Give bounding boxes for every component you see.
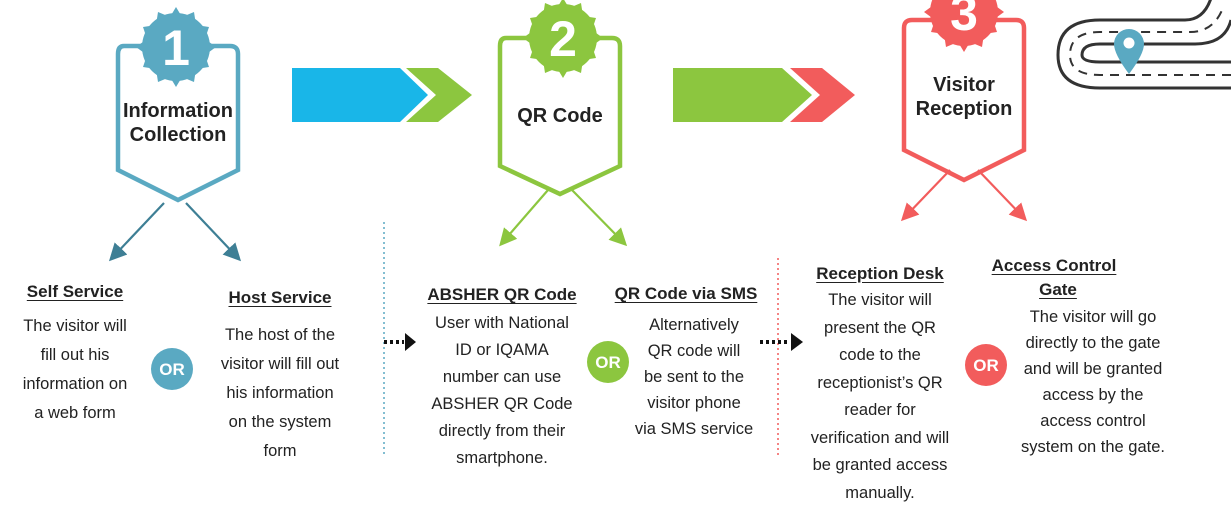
- arrow-step2-to-step3: [673, 68, 855, 122]
- reception-desk-description: The visitor will present the QR code to …: [810, 291, 950, 502]
- or-badge-3: OR: [965, 344, 1007, 386]
- qr-sms-heading: QR Code via SMS: [614, 284, 758, 303]
- reception-desk-option: Reception Desk The visitor will present …: [784, 264, 976, 507]
- access-gate-heading-line1: Access Control: [991, 256, 1117, 275]
- host-service-option: Host Service The host of the visitor wil…: [202, 288, 358, 466]
- host-service-heading: Host Service: [228, 288, 332, 307]
- absher-qr-description: User with National ID or IQAMA number ca…: [431, 314, 573, 467]
- dotted-arrow-2: [760, 333, 803, 351]
- road-map-pin-icon: [1056, 0, 1231, 90]
- self-service-heading: Self Service: [26, 282, 124, 301]
- branch-arrows-step3: [900, 169, 1028, 222]
- dotted-arrow-1: [384, 333, 416, 351]
- svg-text:OR: OR: [973, 356, 999, 375]
- step-3-badge: 3: [924, 0, 1004, 52]
- step-1-number: 1: [162, 20, 190, 76]
- step-1-badge: 1: [136, 7, 216, 87]
- step-2-number: 2: [549, 11, 577, 67]
- step-3-number: 3: [950, 0, 978, 41]
- qr-sms-description: Alternatively QR code will be sent to th…: [634, 316, 754, 438]
- host-service-description: The host of the visitor will fill out hi…: [220, 326, 340, 460]
- svg-text:OR: OR: [159, 360, 185, 379]
- step-1-shield: 1: [115, 7, 241, 203]
- absher-qr-option: ABSHER QR Code User with National ID or …: [412, 285, 592, 472]
- self-service-option: Self Service The visitor will fill out h…: [0, 282, 150, 428]
- step-2-shield: 2: [497, 0, 623, 197]
- svg-text:OR: OR: [595, 353, 621, 372]
- step-2-badge: 2: [523, 0, 603, 78]
- step-3-title: Visitor Reception: [915, 74, 1013, 120]
- step-2-title: QR Code: [517, 105, 603, 127]
- self-service-description: The visitor will fill out his informatio…: [22, 317, 128, 422]
- qr-sms-option: QR Code via SMS Alternatively QR code wi…: [600, 284, 772, 442]
- reception-desk-heading: Reception Desk: [816, 264, 944, 283]
- or-badge-1: OR: [151, 348, 193, 390]
- branch-arrows-step2: [499, 189, 628, 247]
- access-gate-description: The visitor will go directly to the gate…: [1021, 308, 1165, 456]
- or-badge-2: OR: [587, 341, 629, 383]
- step-1-title: Information Collection: [123, 100, 233, 146]
- access-gate-heading-line2: Gate: [1039, 280, 1077, 299]
- arrow-step1-to-step2: [292, 68, 472, 122]
- branch-arrows-step1: [108, 202, 242, 262]
- absher-qr-heading: ABSHER QR Code: [427, 285, 577, 304]
- step-3-shield: 3: [901, 0, 1027, 183]
- access-gate-option: Access Control Gate The visitor will go …: [980, 256, 1206, 460]
